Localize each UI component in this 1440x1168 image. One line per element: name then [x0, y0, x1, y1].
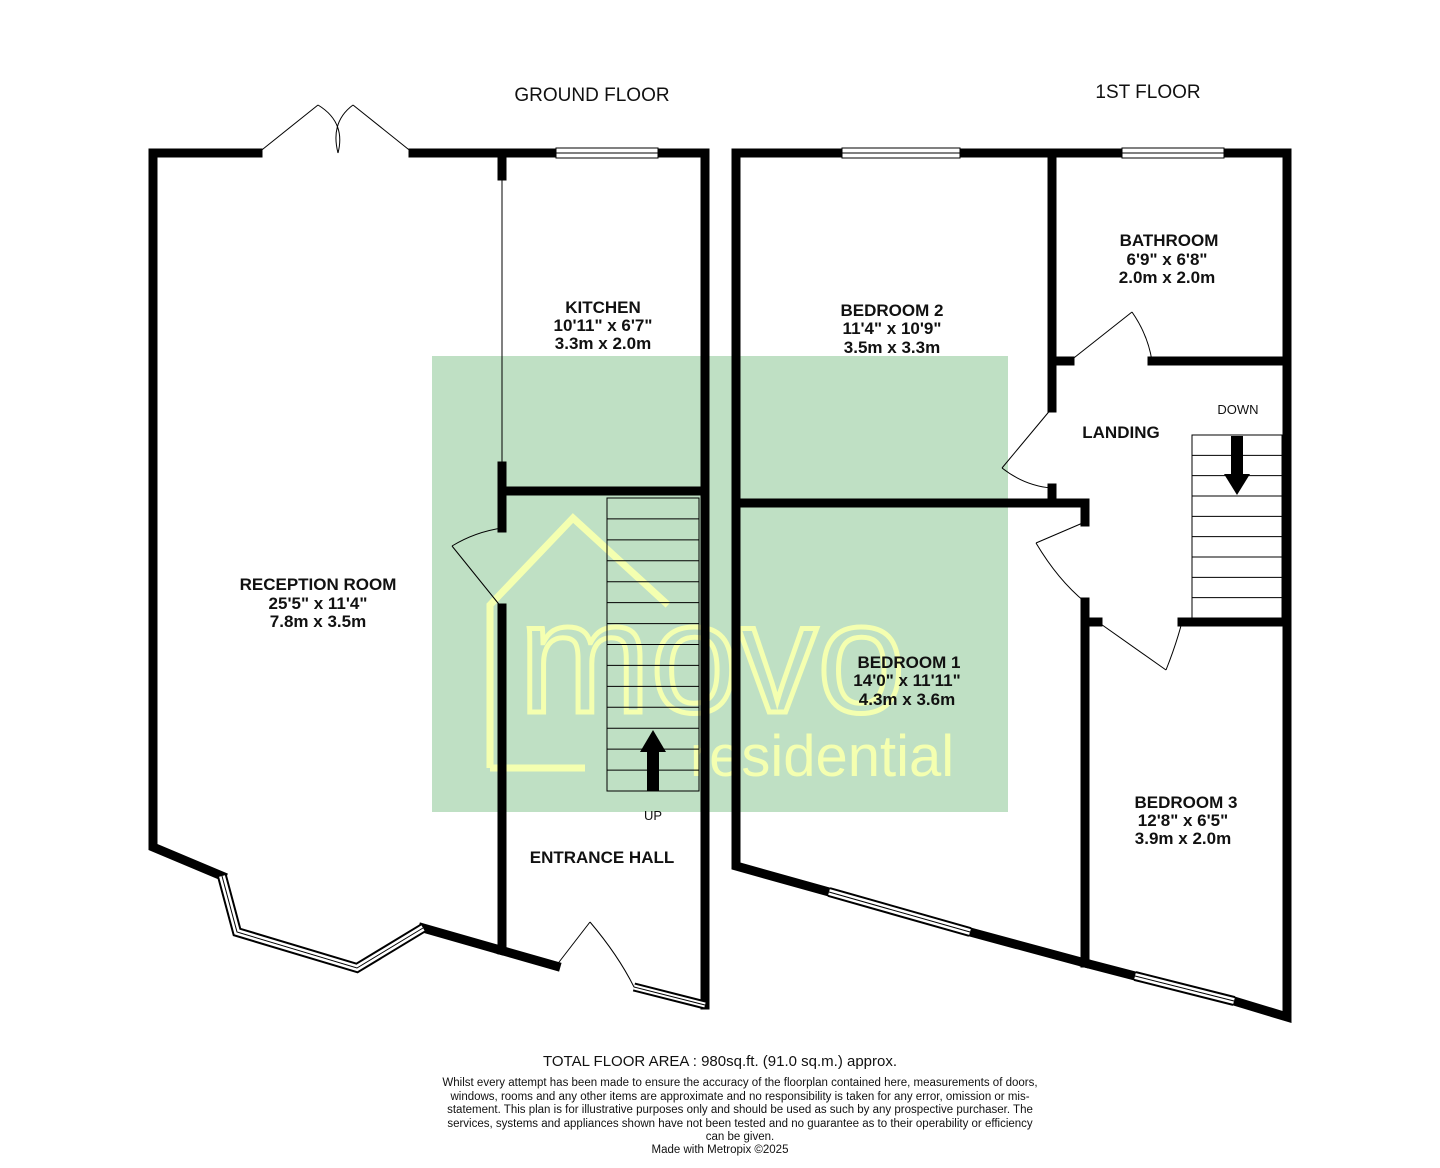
bedroom1-imperial: 14'0" x 11'11" [853, 671, 960, 690]
ground-floor-walls [148, 148, 710, 1010]
disclaimer-text: Whilst every attempt has been made to en… [442, 1077, 1038, 1144]
bedroom2-metric: 3.5m x 3.3m [844, 338, 940, 357]
hall-window [632, 982, 707, 1010]
ground-floor-title: GROUND FLOOR [514, 85, 669, 106]
bedroom1-window [827, 887, 972, 937]
bedroom3-window [1133, 971, 1236, 1006]
french-doors [257, 104, 414, 154]
stairs-down-label: DOWN [1217, 402, 1258, 417]
kitchen-imperial: 10'11" x 6'7" [554, 316, 653, 335]
watermark-subtitle: residential [690, 724, 954, 789]
bedroom1-metric: 4.3m x 3.6m [859, 690, 955, 709]
reception-imperial: 25'5" x 11'4" [269, 594, 368, 613]
bedroom2-name: BEDROOM 2 [841, 301, 944, 320]
bedroom3-imperial: 12'8" x 6'5" [1138, 811, 1228, 830]
bedroom1-door [1035, 521, 1086, 603]
bedroom2-door [1001, 407, 1053, 489]
front-door [555, 921, 635, 988]
bathroom-imperial: 6'9" x 6'8" [1127, 250, 1208, 269]
bedroom3-metric: 3.9m x 2.0m [1135, 829, 1231, 848]
metropix-credit: Made with Metropix ©2025 [651, 1144, 789, 1156]
reception-metric: 7.8m x 3.5m [270, 612, 366, 631]
entrance-hall-name: ENTRANCE HALL [530, 848, 675, 867]
down-arrow-icon [1224, 436, 1250, 495]
first-floor-title: 1ST FLOOR [1095, 82, 1200, 103]
watermark-box [432, 356, 1008, 812]
bay-window [217, 874, 426, 974]
landing-name: LANDING [1082, 423, 1159, 442]
bedroom3-name: BEDROOM 3 [1135, 793, 1238, 812]
kitchen-metric: 3.3m x 2.0m [555, 334, 651, 353]
bedroom3-door [1097, 621, 1183, 671]
up-arrow-icon [640, 730, 666, 791]
bathroom-metric: 2.0m x 2.0m [1119, 268, 1215, 287]
bathroom-name: BATHROOM [1120, 231, 1219, 250]
kitchen-name: KITCHEN [565, 298, 641, 317]
stairs-up-label: UP [644, 808, 662, 823]
bedroom1-name: BEDROOM 1 [858, 653, 961, 672]
watermark-brand: movo [519, 570, 905, 746]
bedroom2-imperial: 11'4" x 10'9" [843, 319, 942, 338]
total-floor-area: TOTAL FLOOR AREA : 980sq.ft. (91.0 sq.m.… [542, 1053, 898, 1070]
first-floor-walls [731, 148, 1292, 1024]
bathroom-door [1069, 311, 1153, 362]
reception-door [451, 527, 503, 609]
reception-name: RECEPTION ROOM [240, 575, 397, 594]
